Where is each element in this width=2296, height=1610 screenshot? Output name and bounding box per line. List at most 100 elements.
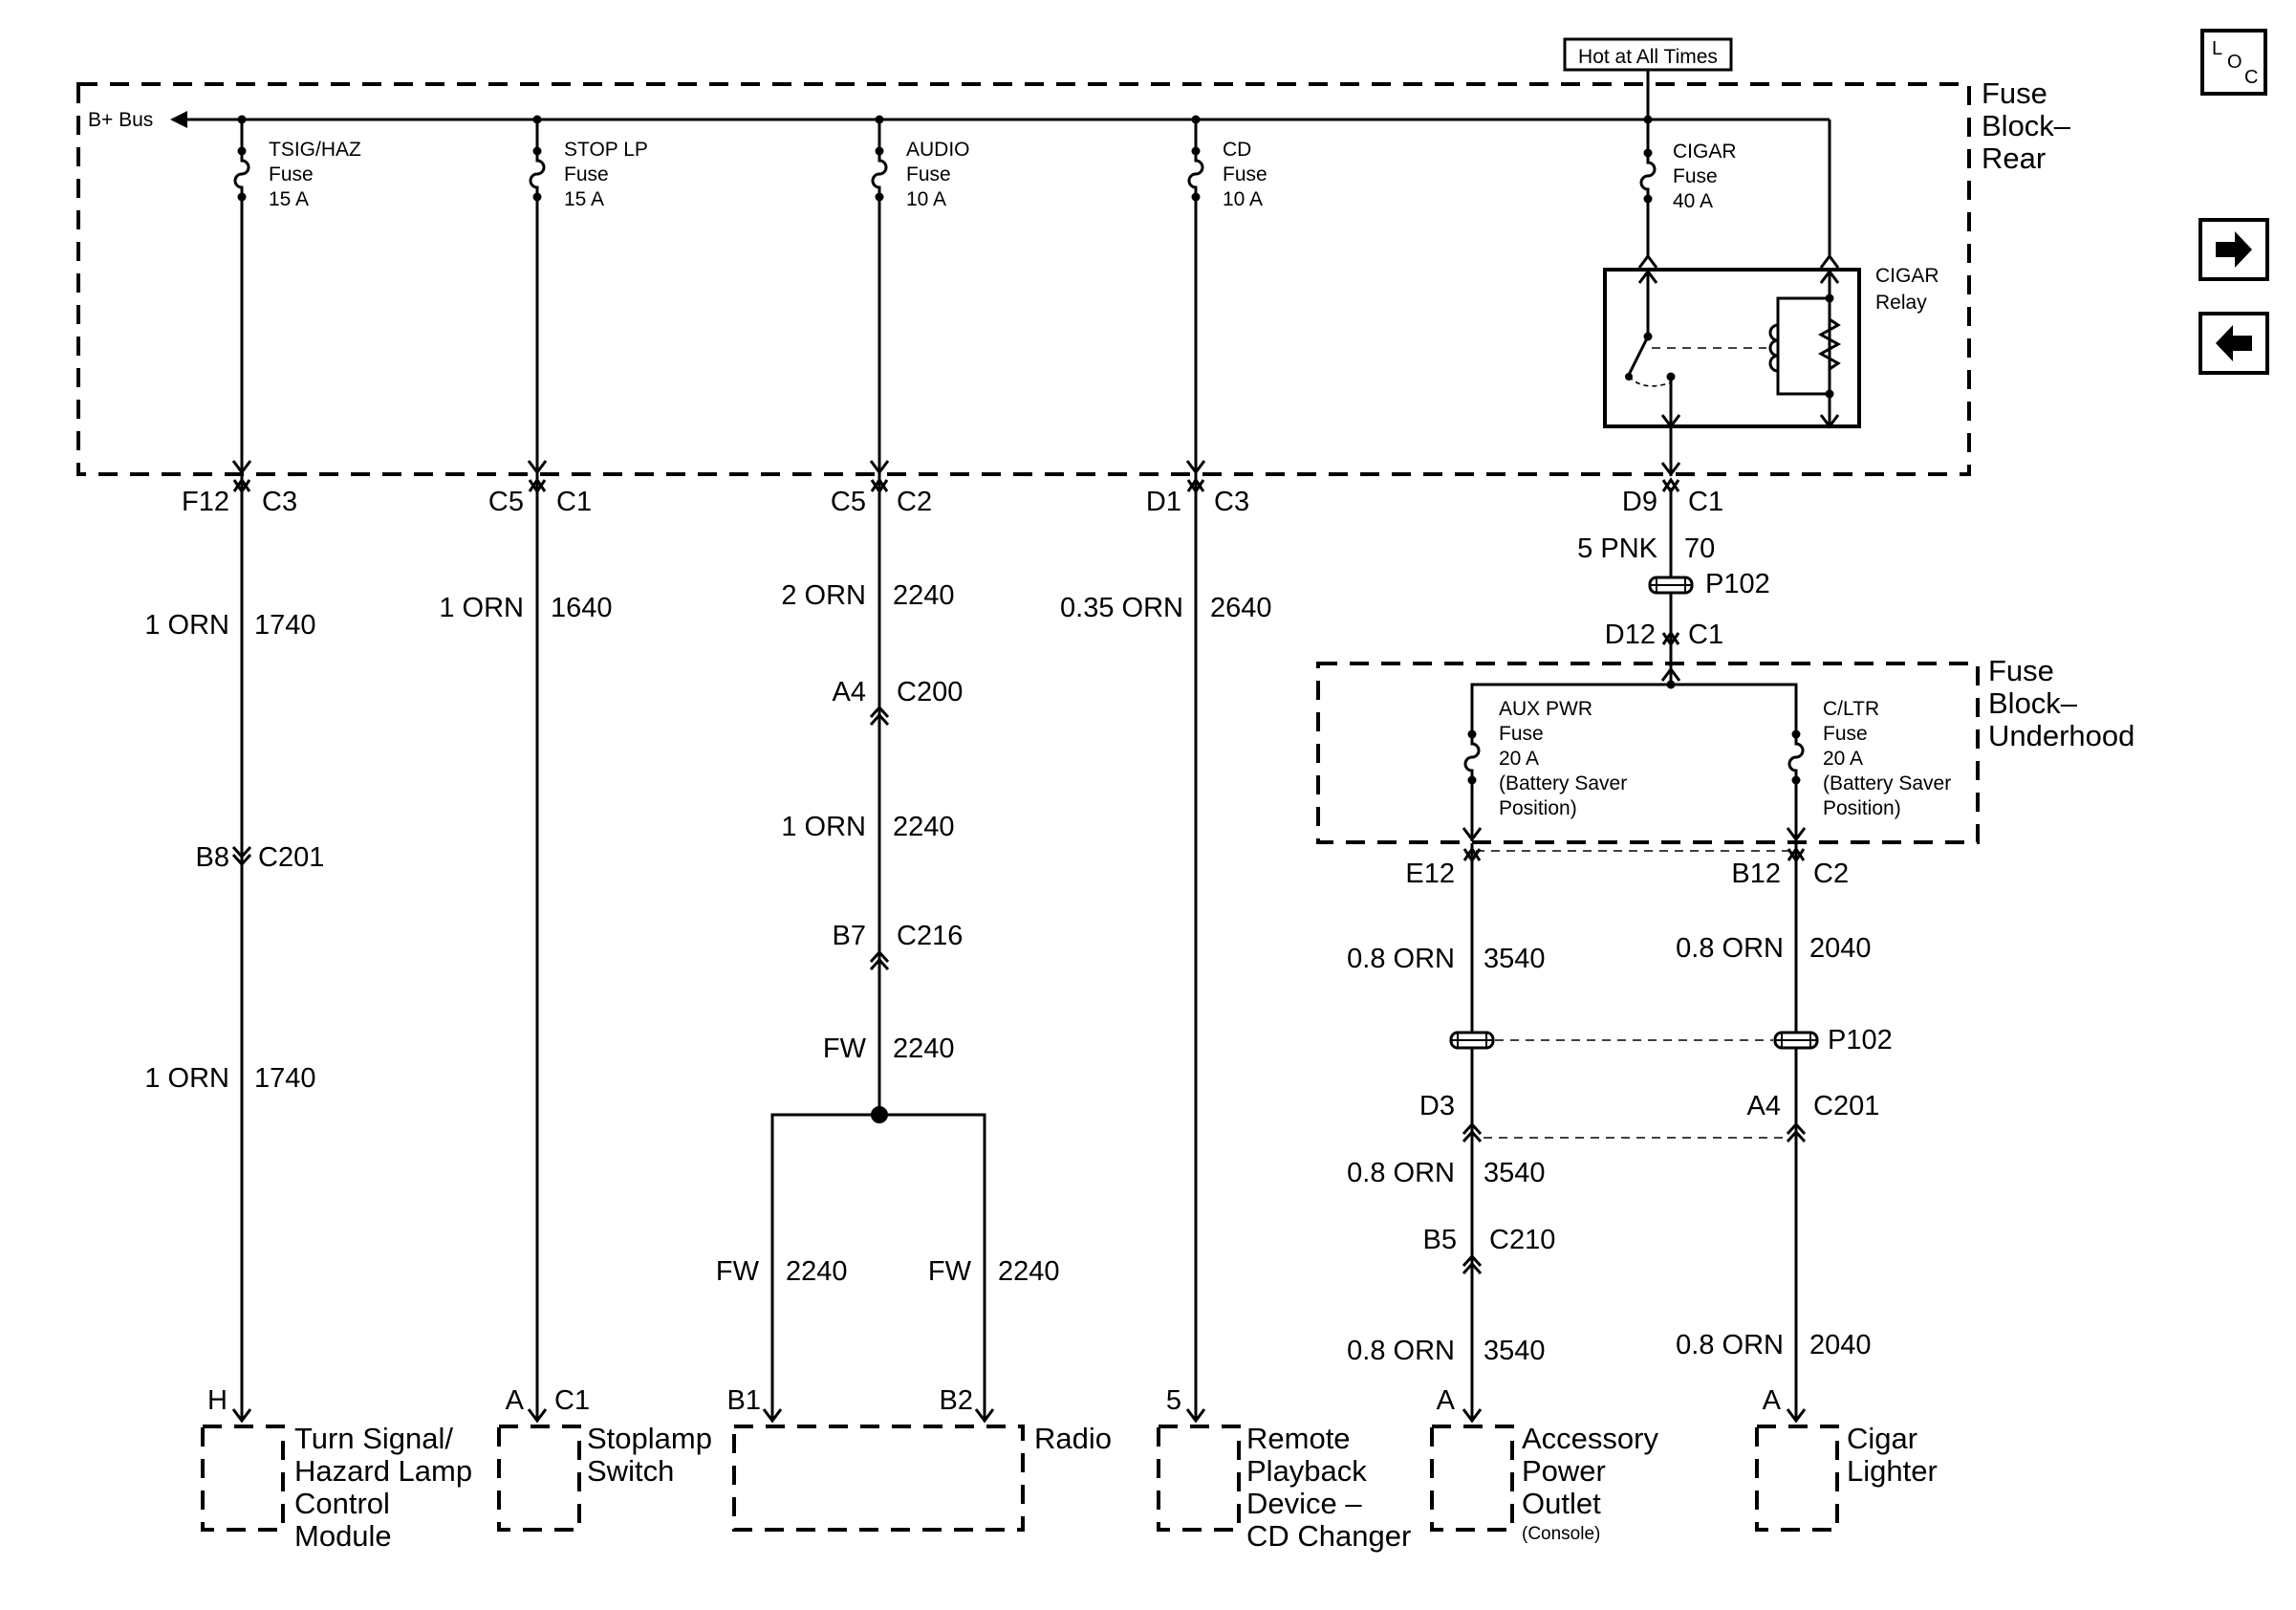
svg-text:1640: 1640 — [551, 593, 613, 623]
fuse-block-rear-outline — [76, 82, 1971, 476]
location-view-button[interactable]: L O C — [2200, 29, 2267, 96]
svg-text:FW: FW — [823, 1033, 867, 1064]
circuit-cigar-feed: D9 C1 5 PNK 70 P102 D12 C1 — [1577, 478, 1770, 682]
svg-text:2040: 2040 — [1809, 1330, 1872, 1360]
svg-text:C1: C1 — [556, 487, 592, 517]
svg-text:A: A — [1763, 1385, 1782, 1416]
loc-letter-c: C — [2244, 67, 2259, 88]
fuse-block-underhood-outline — [1316, 662, 1980, 844]
svg-text:5: 5 — [1166, 1385, 1181, 1416]
svg-text:B7: B7 — [833, 921, 866, 951]
svg-text:5 PNK: 5 PNK — [1577, 533, 1657, 564]
svg-text:C200: C200 — [897, 677, 963, 707]
previous-page-button[interactable] — [2199, 312, 2269, 375]
svg-text:3540: 3540 — [1484, 1158, 1546, 1188]
svg-text:C201: C201 — [258, 842, 324, 873]
svg-text:A4: A4 — [833, 677, 866, 707]
svg-text:C210: C210 — [1489, 1225, 1555, 1255]
svg-text:0.8 ORN: 0.8 ORN — [1347, 1158, 1455, 1188]
svg-text:1 ORN: 1 ORN — [439, 593, 524, 623]
svg-text:P102: P102 — [1705, 569, 1770, 599]
svg-text:1 ORN: 1 ORN — [781, 812, 866, 842]
radio: Radio — [732, 1422, 1112, 1532]
next-page-button[interactable] — [2199, 218, 2269, 281]
svg-text:0.8 ORN: 0.8 ORN — [1347, 1336, 1455, 1366]
svg-text:D9: D9 — [1622, 487, 1657, 517]
svg-text:B5: B5 — [1423, 1225, 1457, 1255]
underhood-bus — [1470, 680, 1798, 734]
arrow-left-icon — [2216, 325, 2252, 361]
hot-at-all-times-label: Hot at All Times — [1578, 46, 1718, 68]
svg-text:2240: 2240 — [893, 580, 955, 611]
svg-text:E12: E12 — [1405, 859, 1455, 889]
svg-text:2040: 2040 — [1809, 933, 1872, 964]
svg-text:1740: 1740 — [254, 1063, 316, 1094]
svg-text:C1: C1 — [554, 1385, 590, 1416]
svg-text:Radio: Radio — [1034, 1422, 1112, 1455]
svg-text:B1: B1 — [727, 1385, 761, 1416]
svg-text:A4: A4 — [1747, 1091, 1781, 1121]
svg-text:(Console): (Console) — [1522, 1524, 1600, 1544]
svg-text:2240: 2240 — [893, 812, 955, 842]
svg-text:0.8 ORN: 0.8 ORN — [1676, 1330, 1784, 1360]
circuit-audio: C5 C2 2 ORN 2240 A4 C200 1 ORN 2240 B7 C… — [716, 459, 1060, 1424]
loc-letter-o: O — [2227, 52, 2242, 73]
svg-text:D1: D1 — [1146, 487, 1181, 517]
loc-letter-l: L — [2212, 38, 2223, 59]
svg-text:C5: C5 — [488, 487, 524, 517]
svg-text:C201: C201 — [1813, 1091, 1879, 1121]
svg-text:C1: C1 — [1688, 487, 1723, 517]
svg-text:70: 70 — [1684, 533, 1715, 564]
circuit-aux-pwr: E12 0.8 ORN 3540 D3 0.8 ORN 3540 B5 C210… — [1347, 843, 1792, 1424]
circuit-c-ltr: B12 C2 0.8 ORN 2040 P102 A4 C201 0.8 ORN… — [1676, 843, 1893, 1424]
arrow-right-icon — [2216, 231, 2252, 268]
svg-text:0.8 ORN: 0.8 ORN — [1676, 933, 1784, 964]
svg-text:2240: 2240 — [786, 1256, 848, 1287]
svg-text:A: A — [1437, 1385, 1456, 1416]
svg-text:2240: 2240 — [893, 1033, 955, 1064]
circuit-stop: C5 C1 1 ORN 1640 A C1 — [439, 459, 613, 1424]
svg-text:P102: P102 — [1828, 1025, 1893, 1055]
svg-text:B12: B12 — [1731, 859, 1781, 889]
b-plus-bus-arrow — [170, 111, 187, 128]
svg-text:2 ORN: 2 ORN — [781, 580, 866, 611]
svg-text:3540: 3540 — [1484, 944, 1546, 974]
svg-text:0.35 ORN: 0.35 ORN — [1060, 593, 1183, 623]
svg-text:C5: C5 — [831, 487, 866, 517]
circuit-tsig: F12 C3 1 ORN 1740 B8 C201 1 ORN 1740 H — [144, 459, 324, 1424]
b-plus-bus-label: B+ Bus — [88, 109, 153, 131]
svg-text:B2: B2 — [940, 1385, 973, 1416]
svg-text:B8: B8 — [196, 842, 229, 873]
svg-text:1 ORN: 1 ORN — [144, 610, 229, 641]
svg-text:C1: C1 — [1688, 620, 1723, 650]
circuit-cd: D1 C3 0.35 ORN 2640 5 — [1060, 459, 1272, 1424]
svg-text:1740: 1740 — [254, 610, 316, 641]
svg-text:C2: C2 — [897, 487, 932, 517]
svg-text:2240: 2240 — [998, 1256, 1060, 1287]
svg-text:FW: FW — [928, 1256, 972, 1287]
